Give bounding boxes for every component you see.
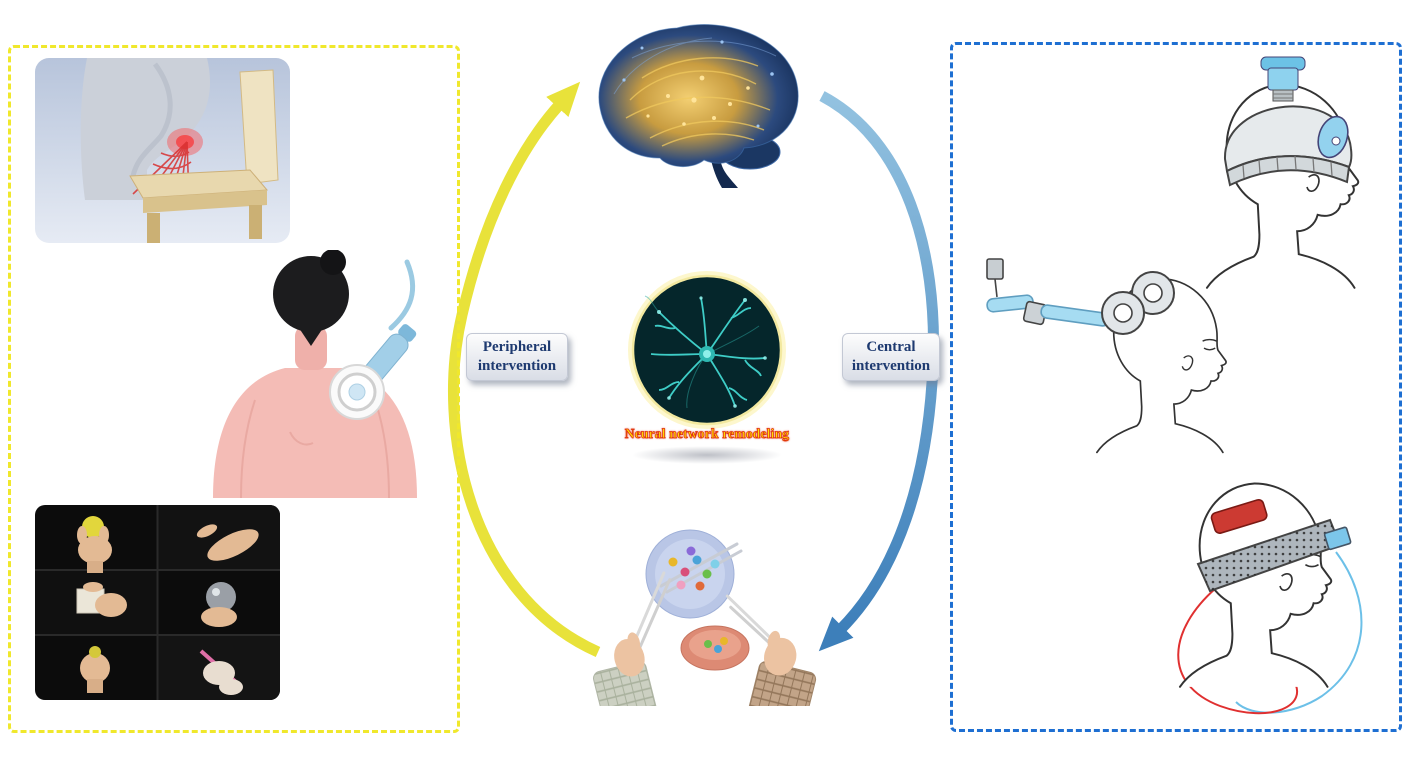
brainstem bbox=[711, 158, 738, 188]
brain-connectome-image bbox=[572, 8, 824, 190]
central-label-line1: Central bbox=[866, 338, 916, 355]
helmet-pod bbox=[1317, 115, 1349, 159]
red-wire bbox=[1177, 587, 1299, 715]
connectome-fibers bbox=[625, 57, 771, 147]
arm-end-connector bbox=[986, 258, 1004, 280]
hub-caption: Neural network remodeling bbox=[624, 426, 790, 442]
arm-segment-1 bbox=[1040, 304, 1110, 327]
blue-connector-box bbox=[1323, 526, 1352, 551]
right-hand bbox=[725, 594, 817, 706]
helmet-band bbox=[1225, 155, 1351, 187]
figure8-coil bbox=[1101, 271, 1175, 335]
tms-coil-line-drawing bbox=[985, 245, 1255, 460]
hand-grasp-task-photo-grid bbox=[35, 505, 280, 700]
peripheral-interventions-panel bbox=[8, 45, 460, 733]
seated-person bbox=[80, 58, 211, 200]
chopsticks-bead-task-image bbox=[585, 528, 820, 706]
peripheral-intervention-label: Peripheral intervention bbox=[466, 333, 568, 381]
chair-backrest bbox=[239, 69, 279, 185]
helmet-stimulator-line-drawing bbox=[1185, 55, 1395, 310]
peripheral-label-line2: intervention bbox=[477, 358, 557, 374]
hair-bun bbox=[320, 250, 346, 275]
shoulder-device-therapy-illustration bbox=[195, 250, 435, 498]
yellow-ball bbox=[82, 516, 104, 538]
arm-segment-2 bbox=[986, 294, 1034, 313]
canister-body bbox=[1267, 67, 1299, 91]
cerebrum bbox=[598, 24, 799, 167]
central-label-line2: intervention bbox=[851, 358, 931, 374]
central-intervention-label: Central intervention bbox=[842, 333, 940, 381]
device-cable bbox=[388, 259, 416, 331]
canister-neck bbox=[1272, 89, 1294, 102]
hub-shadow bbox=[632, 446, 782, 464]
electrode-headband-line-drawing bbox=[1140, 460, 1390, 715]
hair bbox=[273, 256, 349, 332]
neuron-network-photo bbox=[627, 270, 787, 430]
red-electrode-pad bbox=[1210, 498, 1268, 534]
torso bbox=[213, 368, 417, 498]
left-hand bbox=[593, 571, 672, 706]
central-interventions-panel bbox=[950, 42, 1402, 732]
peripheral-label-line1: Peripheral bbox=[482, 338, 552, 355]
beads bbox=[668, 546, 720, 591]
neck bbox=[295, 326, 327, 370]
seated-pressure-stimulation-illustration bbox=[35, 58, 290, 243]
